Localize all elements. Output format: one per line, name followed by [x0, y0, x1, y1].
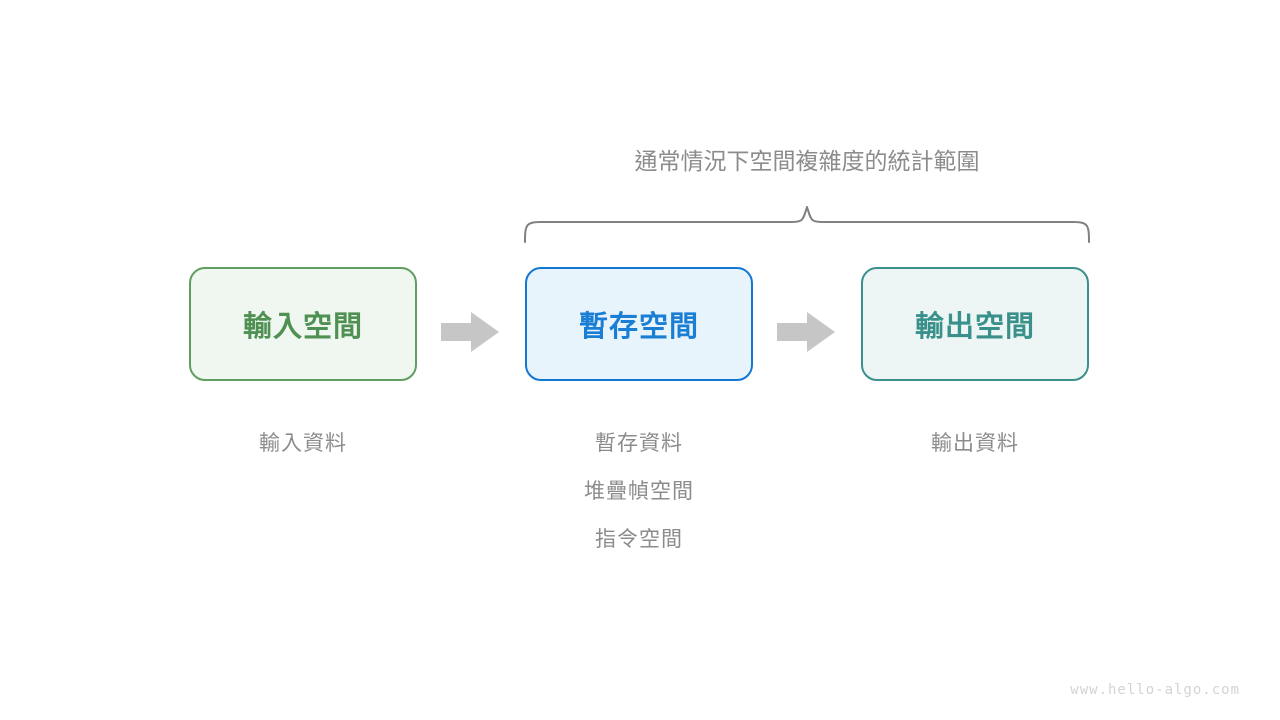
column-input-line-1: 輸入資料	[259, 432, 347, 455]
box-output-space-label: 輸出空間	[914, 311, 1035, 343]
column-temp-line-3: 指令空間	[595, 528, 683, 551]
caption-segment-emphasis: 空間複雜度	[749, 148, 865, 174]
flow-row: 輸入空間 暫存空間 輸出空間	[189, 267, 1089, 381]
column-temp-line-1: 暫存資料	[595, 432, 683, 455]
box-temp-space-label: 暫存空間	[578, 311, 699, 343]
column-output-line-1: 輸出資料	[931, 432, 1019, 455]
column-output-space: 輸出資料	[861, 420, 1089, 468]
column-temp-space: 暫存資料 堆疊幀空間 指令空間	[525, 420, 753, 564]
column-input-space: 輸入資料	[189, 420, 417, 468]
box-input-space-label: 輸入空間	[242, 311, 363, 343]
box-temp-space[interactable]: 暫存空間	[525, 267, 753, 381]
curly-brace-icon	[524, 206, 1090, 243]
column-temp-line-2: 堆疊幀空間	[584, 480, 694, 503]
caption-segment-plain-2: 的統計範圍	[864, 148, 980, 174]
caption-segment-plain-1: 通常情況下	[634, 148, 750, 174]
box-output-space[interactable]: 輸出空間	[861, 267, 1089, 381]
arrow-right-icon-1	[441, 312, 499, 352]
column-captions: 輸入資料 暫存資料 堆疊幀空間 指令空間 輸出資料	[189, 420, 1089, 560]
brace-caption: 通常情況下空間複雜度的統計範圍	[524, 145, 1090, 177]
arrow-right-icon-2	[777, 312, 835, 352]
box-input-space[interactable]: 輸入空間	[189, 267, 417, 381]
watermark: www.hello-algo.com	[1070, 682, 1240, 698]
